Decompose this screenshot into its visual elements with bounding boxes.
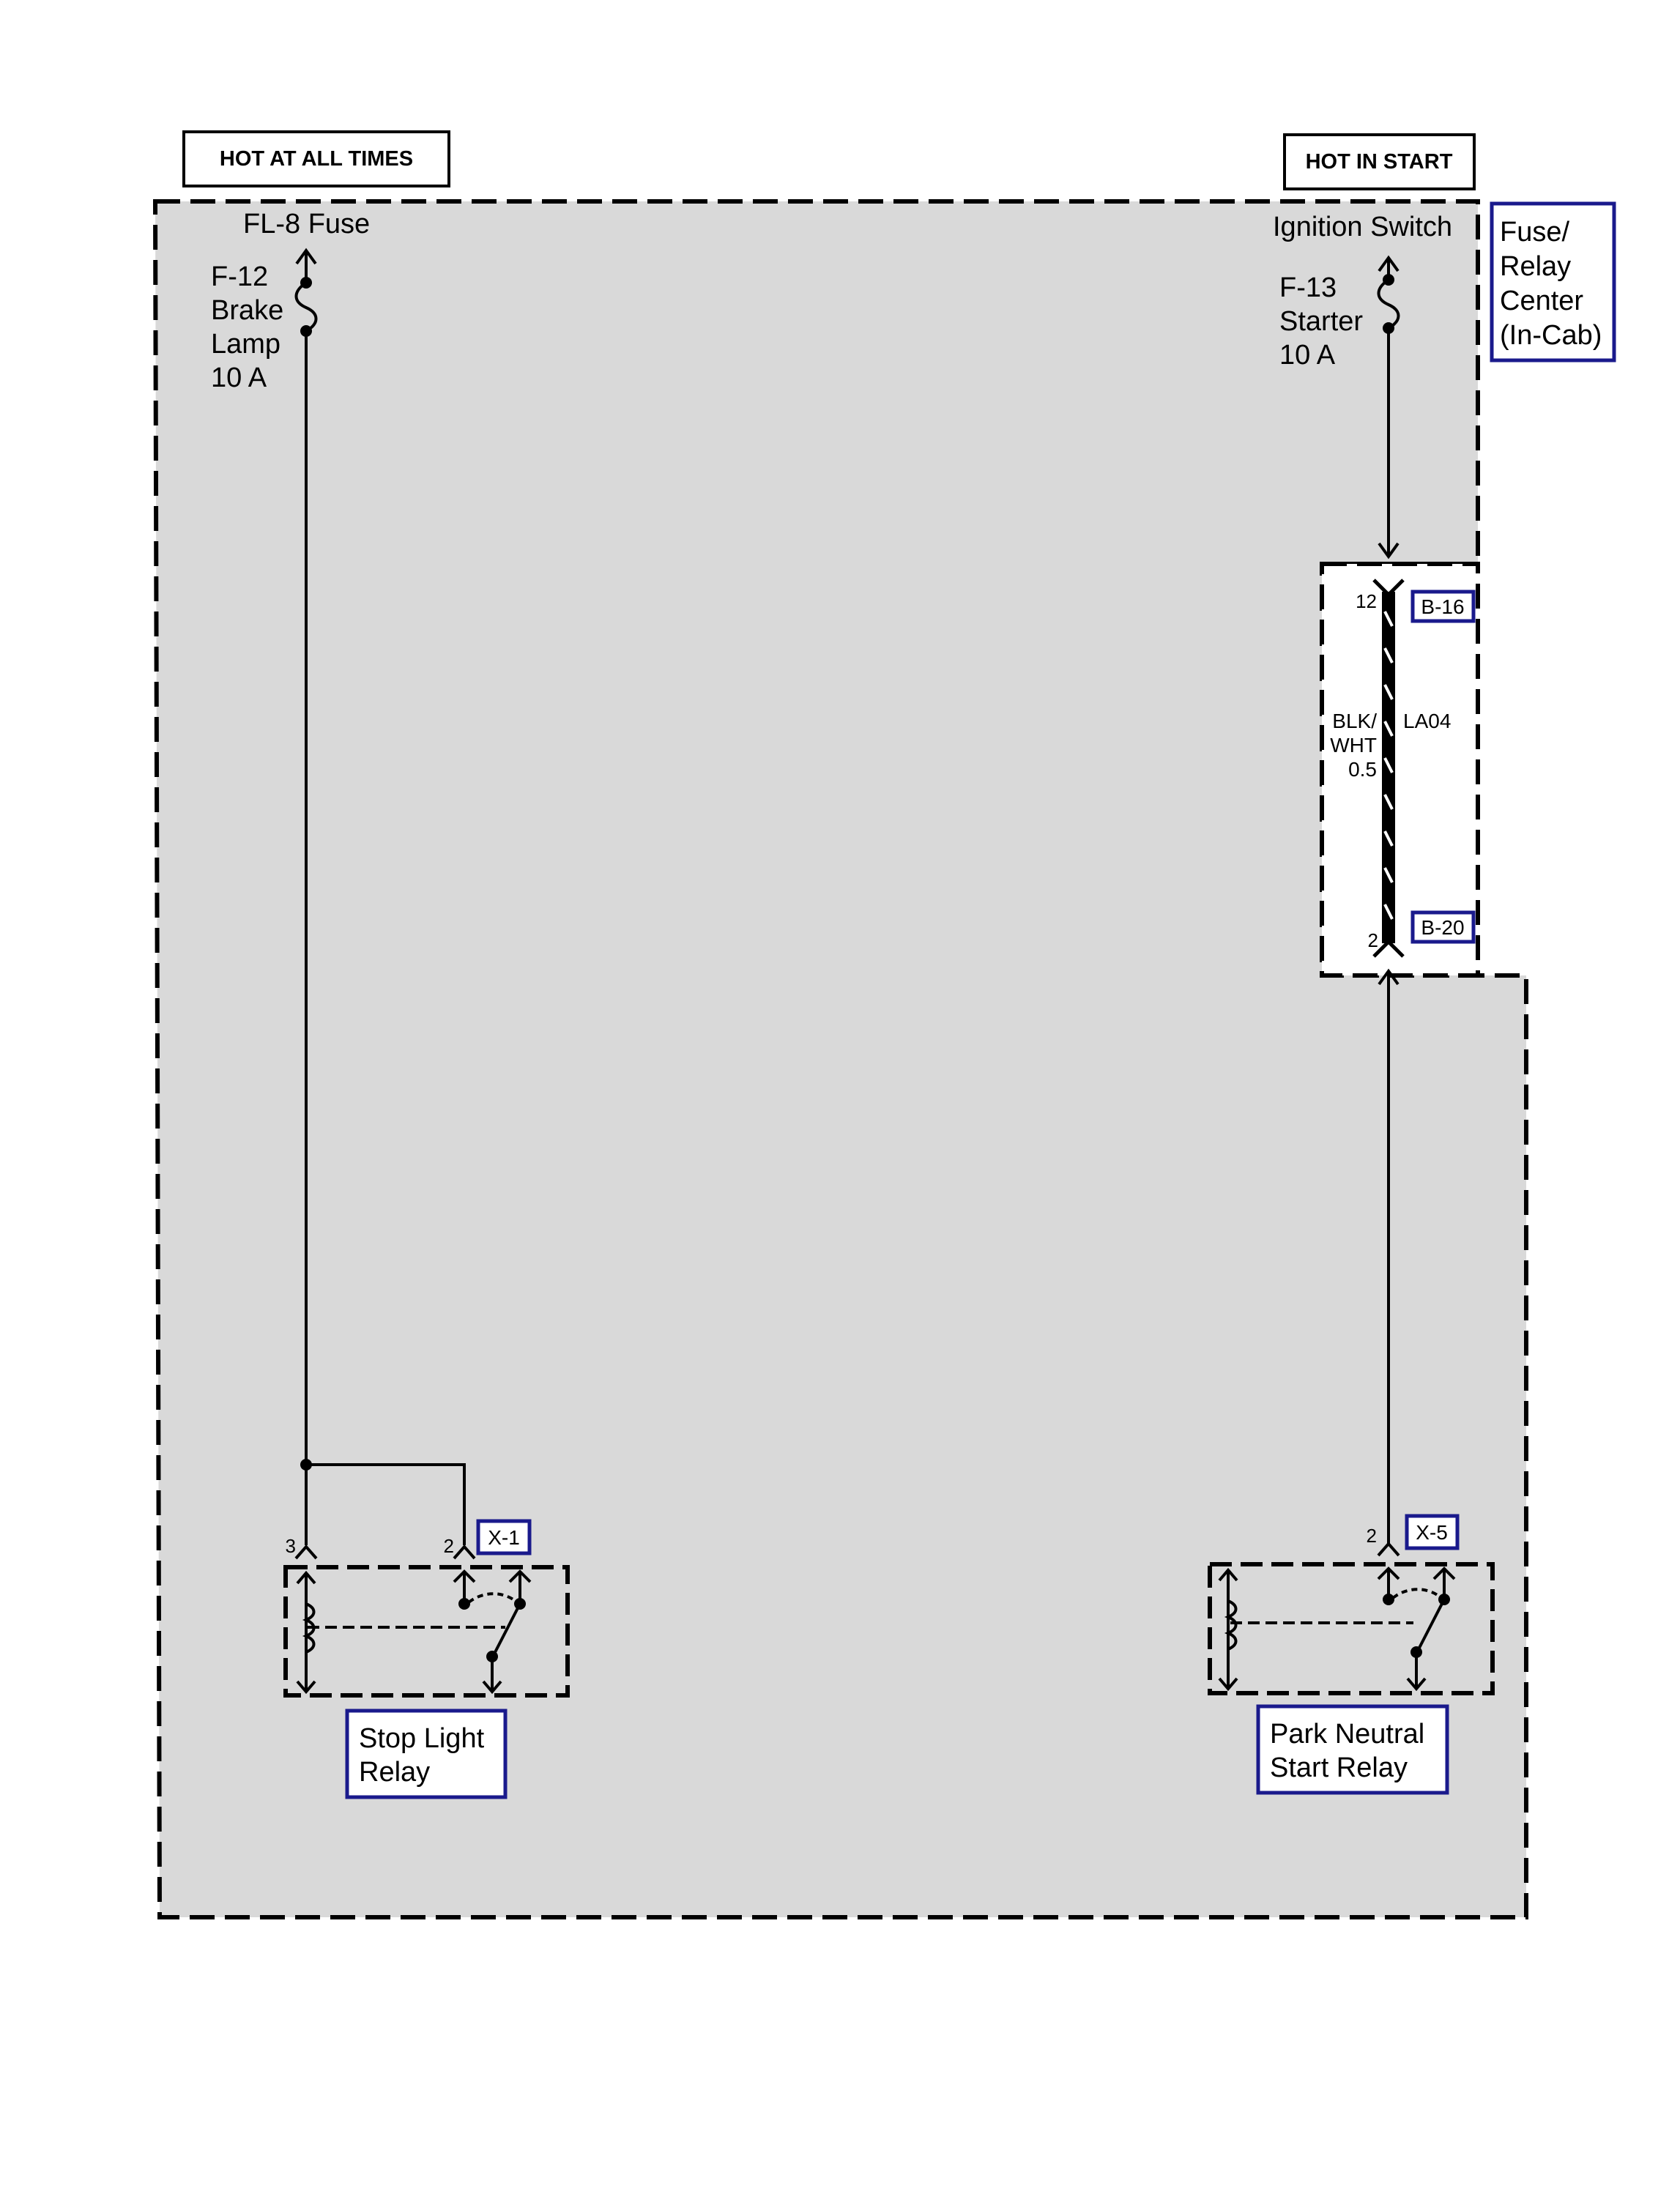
park-relay-switch-icon (1377, 1566, 1456, 1692)
f13-line-1: F-13 (1279, 272, 1337, 303)
park-neutral-relay-line-1: Park Neutral (1270, 1719, 1424, 1750)
b16-ref-box[interactable] (1410, 590, 1476, 623)
harness-shield-dashes (1383, 611, 1394, 920)
fuse-relay-center-box (1490, 201, 1616, 363)
wire-color-line-1: BLK/ (1332, 710, 1377, 732)
f12-fuse-icon (294, 281, 318, 332)
hot-at-all-times-label: HOT AT ALL TIMES (220, 147, 413, 171)
b16-pin: 12 (1356, 590, 1377, 612)
park-neutral-relay-label-box[interactable] (1256, 1704, 1449, 1795)
park-relay-pin-2: 2 (1367, 1525, 1377, 1547)
hot-in-start-label: HOT IN START (1306, 150, 1453, 174)
stop-relay-pin-2: 2 (444, 1535, 454, 1557)
circuit-number: LA04 (1403, 710, 1451, 732)
fuse-relay-center-line-2: Relay (1500, 251, 1571, 282)
hot-in-start-box (1283, 133, 1476, 190)
f13-line-2: Starter (1279, 306, 1363, 337)
stop-light-relay-line-2: Relay (359, 1757, 430, 1788)
inline-connector-region (1320, 562, 1480, 978)
f13-line-3: 10 A (1279, 340, 1336, 371)
hot-at-all-times-box (182, 130, 450, 187)
f12-line-1: F-12 (211, 261, 268, 292)
stop-relay-switch-icon (453, 1569, 532, 1695)
f12-line-4: 10 A (211, 363, 267, 393)
x5-ref-box[interactable] (1405, 1514, 1460, 1550)
park-neutral-relay-body (1208, 1562, 1495, 1695)
wire-color-line-3: 0.5 (1348, 758, 1377, 781)
wire-color-line-2: WHT (1330, 734, 1377, 757)
fuse-relay-center-region (152, 199, 1528, 1919)
b20-pin: 2 (1368, 929, 1378, 951)
f12-line-2: Brake (211, 295, 283, 326)
park-neutral-relay-line-2: Start Relay (1270, 1752, 1408, 1783)
stop-light-relay-body (283, 1565, 570, 1698)
stop-light-relay-line-1: Stop Light (359, 1723, 485, 1754)
stop-light-relay-label-box[interactable] (345, 1709, 508, 1799)
b20-ref-box[interactable] (1410, 910, 1476, 944)
ignition-switch-label: Ignition Switch (1273, 212, 1452, 242)
b16-ref: B-16 (1421, 595, 1464, 618)
fl8-fuse-label: FL-8 Fuse (243, 209, 370, 239)
fuse-relay-center-line-3: Center (1500, 286, 1583, 316)
x5-ref: X-5 (1416, 1521, 1448, 1544)
fuse-relay-center-line-4: (In-Cab) (1500, 320, 1602, 351)
f12-line-3: Lamp (211, 329, 280, 360)
x1-ref: X-1 (488, 1526, 520, 1549)
f13-fuse-icon (1377, 278, 1400, 330)
park-relay-coil-icon (1218, 1567, 1238, 1692)
starter-arrow-down-icon (1378, 542, 1400, 560)
x1-ref-box[interactable] (476, 1519, 532, 1555)
b20-ref: B-20 (1421, 916, 1464, 939)
fuse-relay-center-line-1: Fuse/ (1500, 217, 1569, 248)
stop-relay-pin-3: 3 (286, 1535, 296, 1557)
